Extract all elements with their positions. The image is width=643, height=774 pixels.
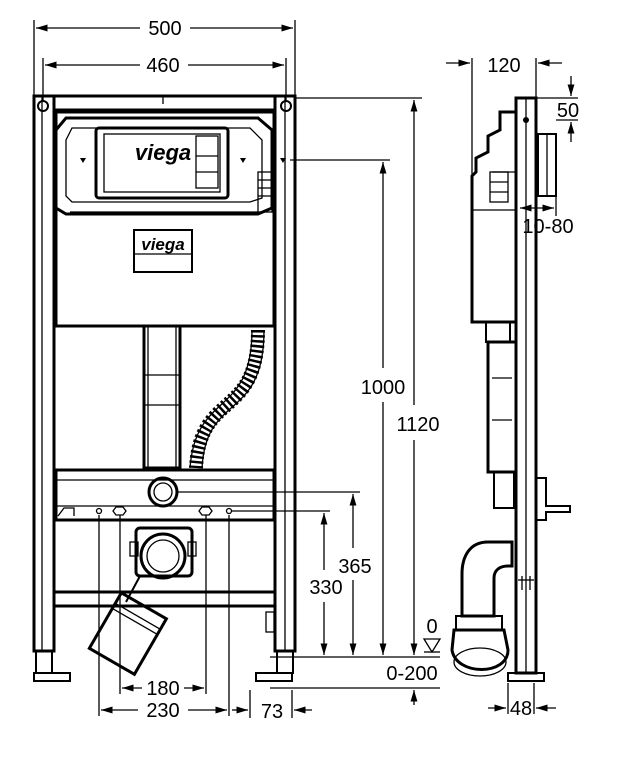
dim-label-50: 50 xyxy=(557,100,579,122)
right-foot xyxy=(276,650,294,674)
dim-label-230: 230 xyxy=(146,700,179,722)
top-crossbar xyxy=(52,94,277,112)
dim-width-230: 230 xyxy=(98,515,230,722)
side-view xyxy=(450,96,571,682)
dim-height-1000: 1000 xyxy=(290,159,406,655)
dim-frame-width: 500 xyxy=(33,18,296,98)
dim-label-0: 0 xyxy=(426,616,437,638)
dim-label-1120: 1120 xyxy=(396,414,439,436)
dim-label-365: 365 xyxy=(338,556,371,578)
mounting-bracket xyxy=(54,468,276,522)
dim-label-330: 330 xyxy=(309,577,342,599)
dim-width-73: 73 xyxy=(232,690,312,723)
dim-total-height: 1120 xyxy=(295,97,440,655)
flexible-hose xyxy=(189,329,265,469)
front-view: viega viega xyxy=(32,94,440,689)
dim-label-460: 460 xyxy=(146,55,179,77)
dim-label-10-80: 10-80 xyxy=(522,216,573,238)
left-post xyxy=(32,94,56,653)
logo-on-label: viega xyxy=(141,235,184,254)
dim-foot-48: 48 xyxy=(488,683,556,720)
dim-label-0-200: 0-200 xyxy=(386,663,437,685)
dim-label-73: 73 xyxy=(261,701,283,723)
side-flush-pipe xyxy=(486,340,518,474)
flush-pipe xyxy=(142,324,182,470)
dim-floor-range: 0 0-200 xyxy=(386,616,442,705)
logo-on-plate: viega xyxy=(135,140,191,165)
dim-label-120: 120 xyxy=(487,55,520,77)
dim-label-180: 180 xyxy=(146,678,179,700)
dim-height-365: 365 xyxy=(177,491,372,655)
left-mount-hole xyxy=(37,100,49,112)
left-foot xyxy=(35,650,53,674)
dim-label-48: 48 xyxy=(510,698,532,720)
dim-height-330: 330 xyxy=(232,510,343,655)
dim-inner-width: 460 xyxy=(42,55,287,100)
dim-depth-120: 120 xyxy=(446,55,562,200)
bottom-crossbar xyxy=(52,590,277,608)
side-drain-bend xyxy=(460,540,514,618)
dim-offset-50: 50 xyxy=(536,76,579,142)
drain-connection xyxy=(139,532,187,580)
dim-range-10-80: 10-80 xyxy=(515,196,574,238)
side-cistern xyxy=(470,110,518,324)
dim-label-1000: 1000 xyxy=(361,377,406,399)
flush-plate-opening xyxy=(94,126,230,200)
cistern-front-panel xyxy=(54,116,274,216)
right-mount-hole xyxy=(280,100,292,112)
dim-label-500: 500 xyxy=(148,18,181,40)
label-plate xyxy=(133,229,193,273)
flush-connection xyxy=(147,476,179,508)
dim-width-180: 180 xyxy=(119,515,207,700)
